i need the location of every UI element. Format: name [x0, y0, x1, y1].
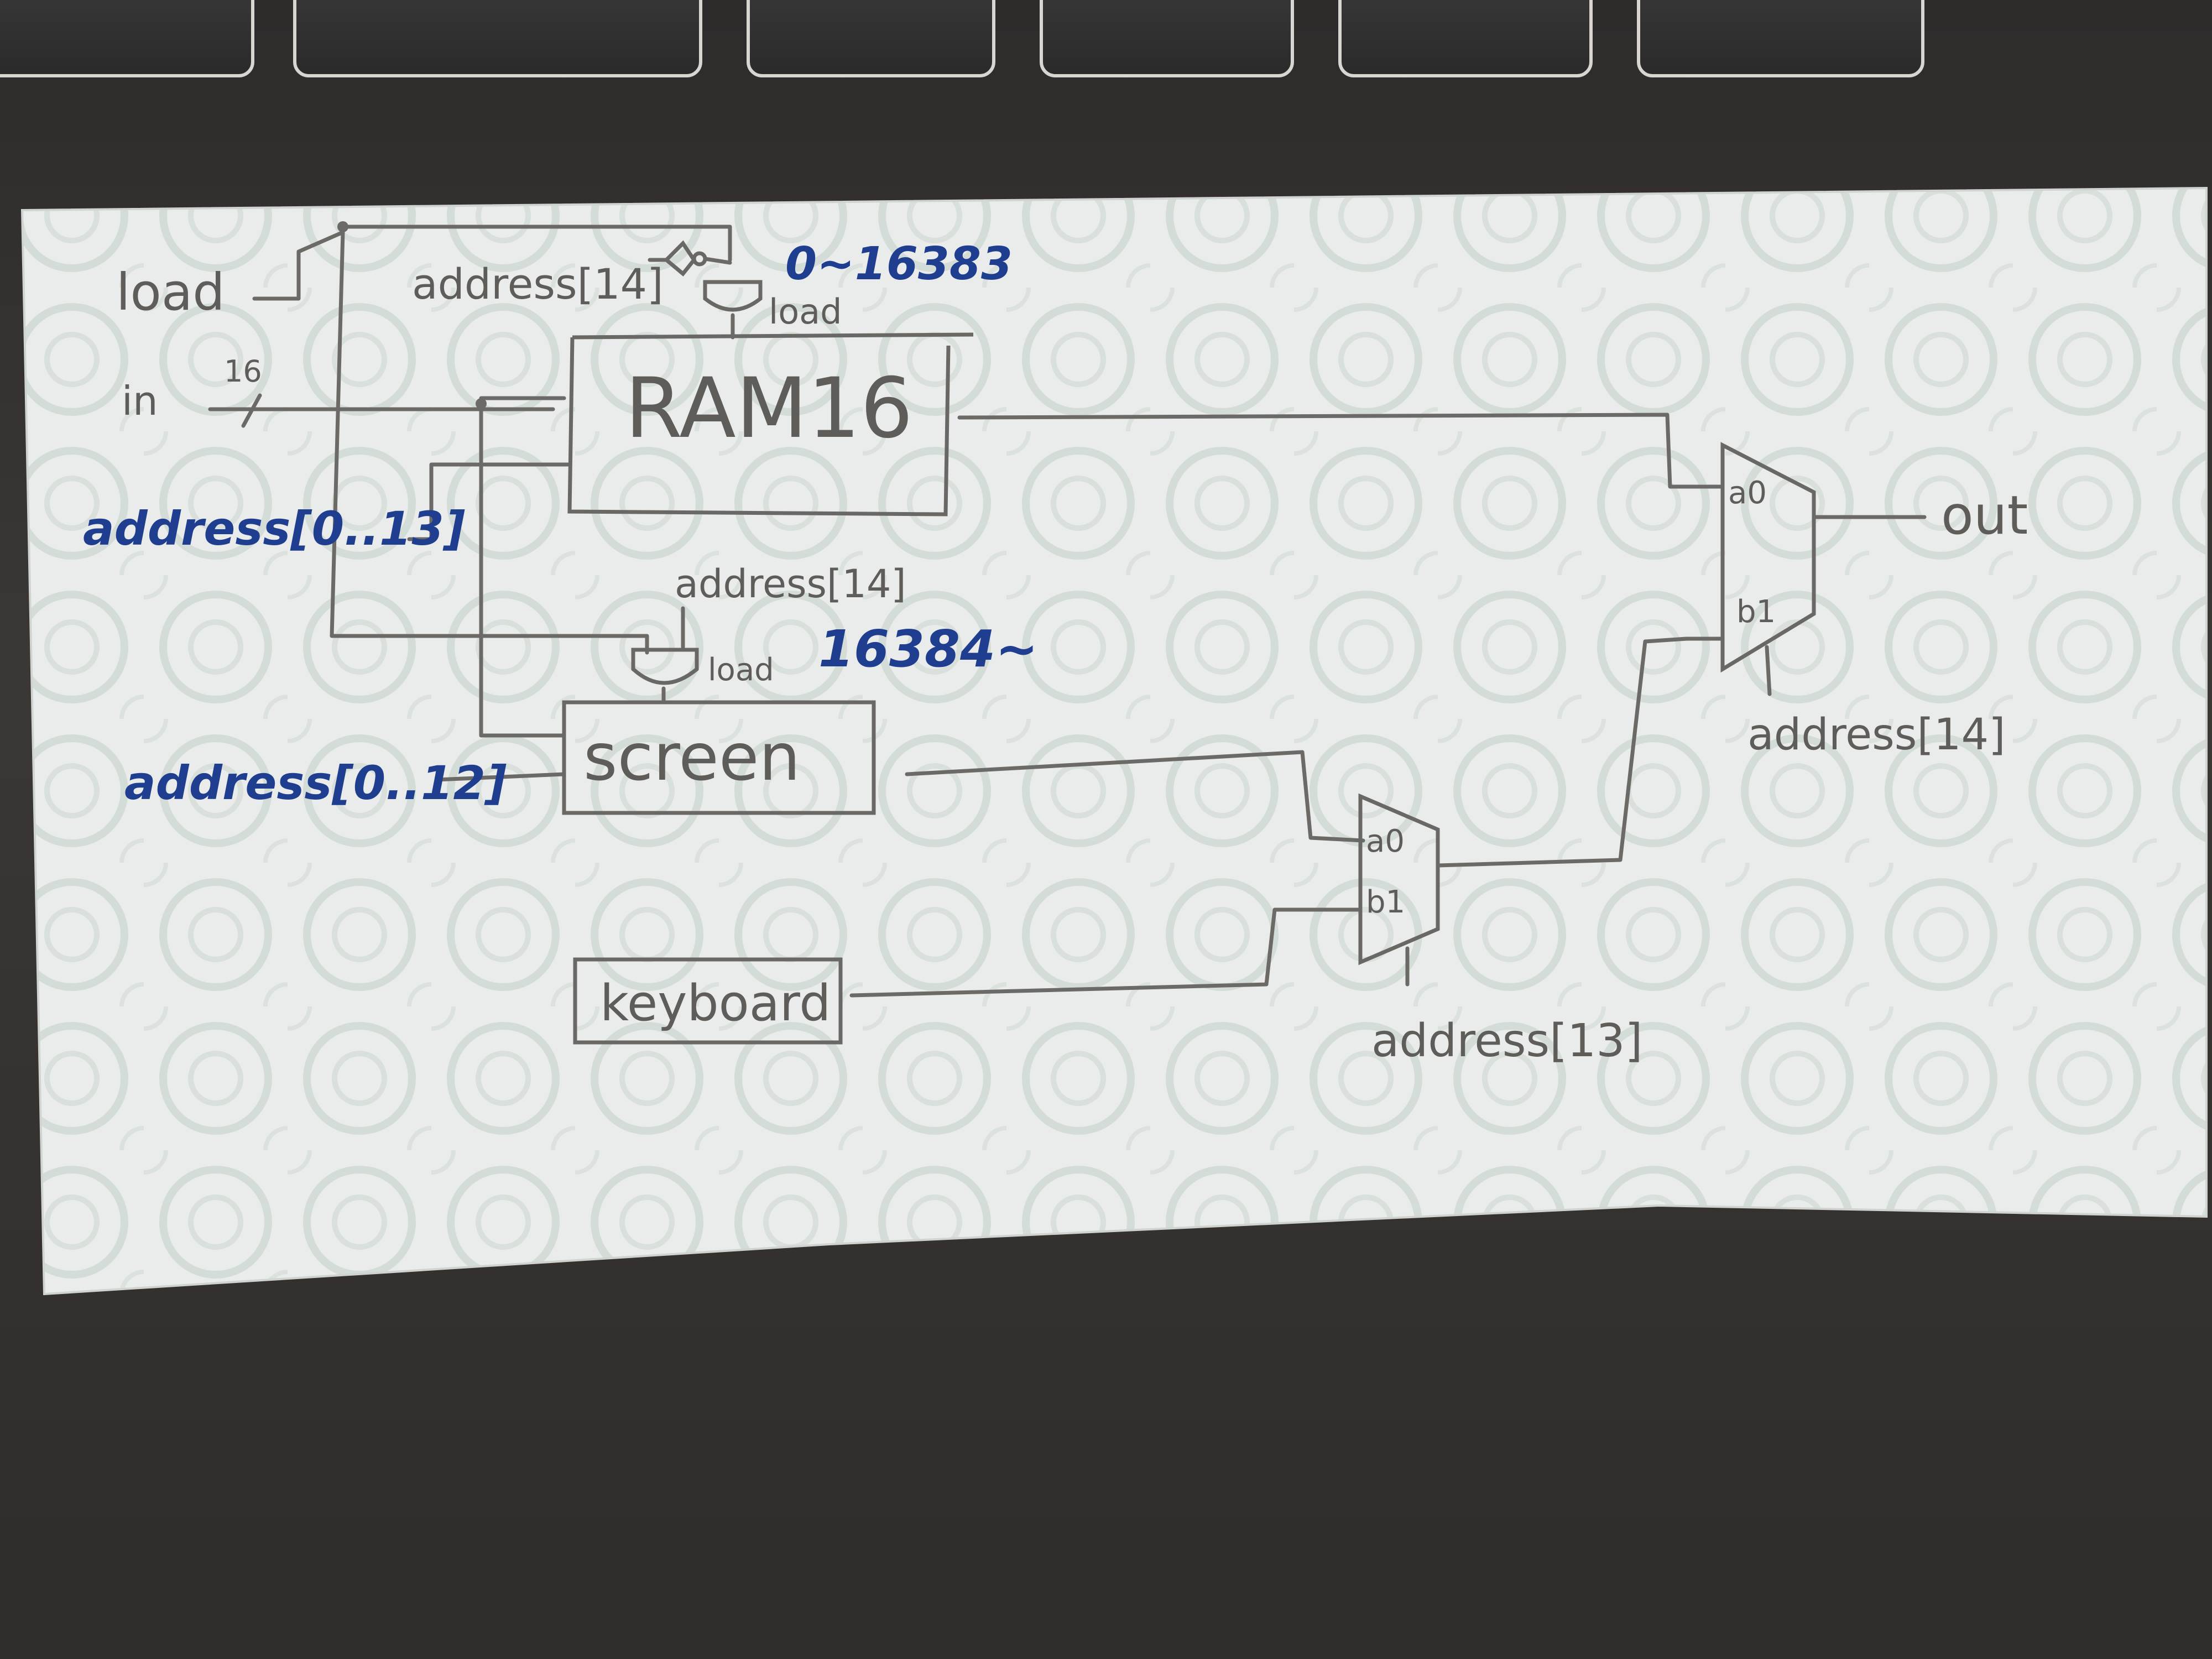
label-inner-mux-select: address[13]	[1371, 1015, 1642, 1067]
keyboard-key	[1637, 0, 1924, 77]
label-ram16: RAM16	[625, 361, 913, 457]
label-ram-range: 0~16383	[785, 238, 1013, 290]
keyboard-key	[1338, 0, 1593, 77]
keyboard-key	[1040, 0, 1294, 77]
screen-block	[562, 700, 876, 815]
label-outer-mux-b: b1	[1736, 594, 1776, 630]
label-in: in	[122, 378, 158, 424]
junction-dot	[337, 221, 348, 232]
ram-and-gate	[703, 280, 763, 312]
label-inner-mux-b: b1	[1366, 884, 1405, 920]
label-load: load	[116, 263, 225, 322]
screen-and-gate	[631, 648, 699, 685]
label-in-width: 16	[224, 354, 262, 389]
ram16-block	[567, 332, 974, 517]
wire-outer-mux-select	[1765, 645, 1772, 696]
wire-load-top	[341, 225, 732, 262]
outer-mux	[1720, 442, 1816, 673]
wire-in-to-screen	[479, 401, 566, 738]
label-screen-select: address[14]	[675, 561, 906, 607]
junction-dot	[476, 398, 487, 409]
label-out: out	[1941, 484, 2028, 546]
wire-ram-out	[957, 413, 1725, 489]
label-inner-mux-a: a0	[1366, 823, 1405, 859]
wire-screen-out	[905, 750, 1365, 843]
label-screen: screen	[583, 719, 800, 795]
wire-inner-mux-out	[1436, 637, 1689, 868]
wire-in-tick	[241, 393, 262, 428]
label-screen-range: 16384~	[818, 619, 1038, 679]
keyboard-key	[747, 0, 995, 77]
wire-address-ram	[407, 462, 572, 541]
label-address-low13: address[0..12]	[124, 756, 507, 810]
wire-inverter-out	[703, 257, 732, 265]
label-address-low14: address[0..13]	[83, 502, 465, 556]
label-keyboard: keyboard	[600, 974, 831, 1032]
inverter-gate	[663, 240, 697, 276]
label-screen-load: load	[708, 652, 774, 688]
label-ram-load: load	[769, 291, 842, 332]
label-outer-mux-a: a0	[1728, 475, 1767, 511]
wire-keyboard-out	[849, 907, 1363, 998]
inner-mux	[1358, 793, 1440, 966]
label-ram-select: address[14]	[412, 259, 664, 309]
wire-address-screen	[435, 772, 566, 782]
keyboard-key	[0, 0, 254, 77]
keyboard-block	[573, 957, 843, 1045]
keyboard-key	[293, 0, 702, 77]
label-outer-mux-select: address[14]	[1747, 710, 2006, 760]
